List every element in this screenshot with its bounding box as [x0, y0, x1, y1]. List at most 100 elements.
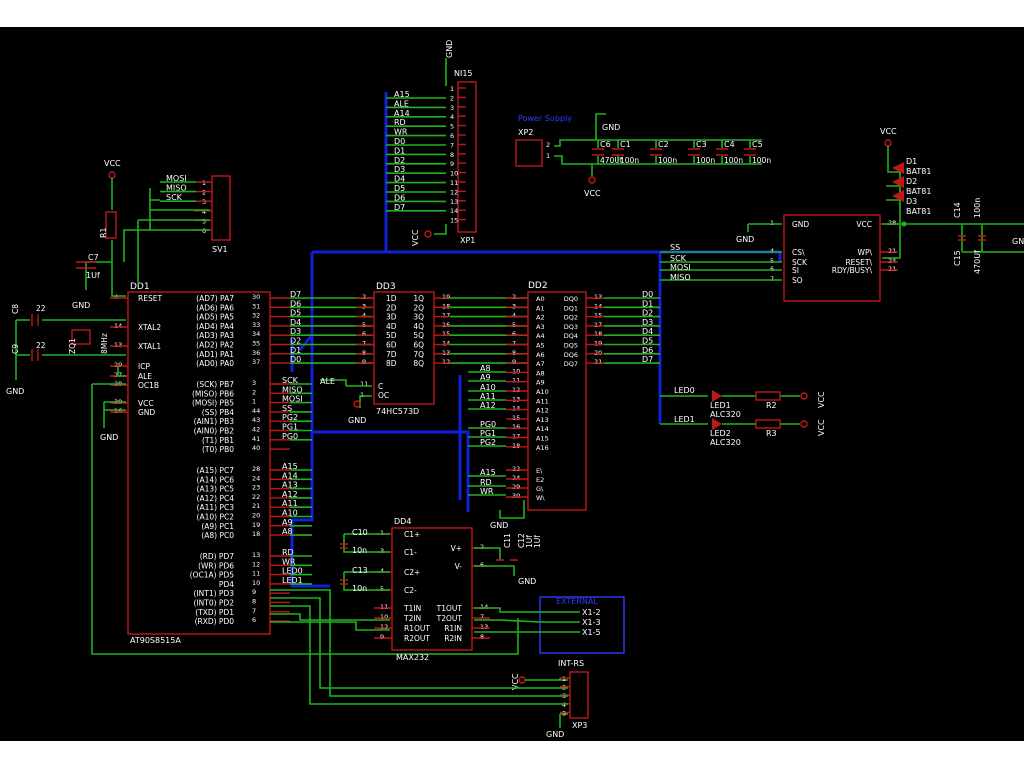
status-leds: LED0 LED1 LED1 ALC320 LED2 ALC320 R2 R3 … [660, 386, 826, 447]
dd3-out-label: 1Q [413, 294, 424, 303]
dd2-addr-num: 18 [512, 442, 520, 450]
dd1-right-pin-num: 8 [252, 598, 256, 606]
xp1-pin-num: 7 [450, 141, 454, 149]
xp2-ref: XP2 [518, 128, 533, 137]
dd4-left-num: 12 [380, 623, 388, 631]
dd4-right-num: 8 [480, 633, 484, 641]
xp1-net-label: D3 [394, 165, 405, 174]
xp1-connector[interactable]: NI15 XP1 GND VCC 123456789101112131415A1… [386, 40, 477, 246]
flash-left-num: 5 [770, 257, 774, 265]
flash-right-num: 24 [888, 257, 896, 265]
dd2-left-net: PG0 [480, 420, 496, 429]
xp2-pin1: 1 [546, 152, 550, 160]
dd1-right-pin-label: (AIN0) PB2 [194, 427, 235, 436]
dd1-net-label: MOSI [282, 395, 303, 404]
dd1-mcu[interactable]: DD1 AT90S8515A RESET4XTAL214XTAL113ICP29… [110, 282, 290, 645]
dd2-data-net: D3 [642, 318, 653, 327]
led0-net: LED0 [674, 386, 695, 395]
dd4-left-num: 3 [380, 547, 384, 555]
d1-type: BAT81 [906, 167, 931, 176]
schematic-canvas[interactable]: DD1 AT90S8515A RESET4XTAL214XTAL113ICP29… [0, 27, 1024, 741]
dd1-right-pin-num: 24 [252, 474, 260, 482]
xp1-net-label: D4 [394, 175, 405, 184]
external-box[interactable]: EXTERNAL X1-2 X1-3 X1-5 [474, 596, 625, 654]
xp1-pin-num: 4 [450, 113, 454, 121]
flash-right-num: 21 [888, 265, 896, 273]
dd1-right-pin-label: PD4 [219, 580, 234, 589]
dd2-data-num: 21 [594, 358, 602, 366]
xp1-net-label: A14 [394, 109, 410, 118]
ps-cap-ref: C3 [696, 140, 707, 149]
ps-cap-plate [650, 148, 662, 156]
ps-cap-val: 470Uf [600, 156, 623, 165]
dd2-addr-num: 4 [512, 312, 516, 320]
dd1-net-label: D4 [290, 318, 301, 327]
ps-gnd: GND [602, 123, 620, 132]
dd1-net-label: SS [282, 404, 292, 413]
dd1-left-pin-num: 4 [114, 293, 118, 301]
sv1-pin-num: 3 [202, 198, 206, 206]
dd2-addr-num: 17 [512, 433, 520, 441]
dd4-right-num: 13 [480, 623, 488, 631]
dd1-right-pin-num: 35 [252, 340, 260, 348]
dd1-left-wires: GND [91, 366, 519, 655]
c9-val: 22 [36, 341, 46, 350]
xp1-pin-num: 3 [450, 104, 454, 112]
dd2-data-label: DQ1 [564, 304, 578, 312]
flash-left-num: 4 [770, 247, 774, 255]
dd2-left-net: A9 [480, 373, 491, 382]
dd2-data-net: D0 [642, 290, 653, 299]
dd1-net-label: D3 [290, 327, 301, 336]
dd2-data-label: DQ4 [564, 332, 578, 340]
dd2-addr-num: 10 [512, 367, 520, 375]
xp1-net-label: D5 [394, 184, 405, 193]
dd4-max232[interactable]: DD4 MAX232 C1+1C1-3C2+4C2-5T1IN11T2IN10R… [374, 517, 490, 662]
dd1-right-pin-label: (AIN1) PB3 [194, 417, 235, 426]
dd2-addr-num: 13 [512, 395, 520, 403]
flash-left-label: GND [792, 220, 809, 229]
dd4-left-label: T2IN [403, 614, 421, 623]
led2-vcc: VCC [817, 419, 826, 436]
dd3-part: 74HC573D [376, 407, 419, 416]
dd2-addr-label: A11 [536, 397, 549, 405]
dd1-right-pin-num: 2 [252, 388, 256, 396]
r3-ref: R3 [766, 429, 777, 438]
dd3-in-num: 2 [362, 293, 366, 301]
ps-cap-val: 100n [696, 156, 715, 165]
dd1-right-pin-label: (OC1A) PD5 [190, 571, 235, 580]
dd4-left-num: 5 [380, 585, 384, 593]
bat-vcc: VCC [880, 127, 897, 136]
dd1-net-label: PG2 [282, 413, 298, 422]
xp1-net-label: D1 [394, 146, 405, 155]
xp1-net-label: A15 [394, 90, 410, 99]
dd3-gnd-label: GND [348, 416, 366, 425]
sv1-pin-num: 4 [202, 208, 206, 216]
dd3-ref: DD3 [376, 282, 396, 292]
xp1-pin-num: 14 [450, 207, 458, 215]
dd2-left-net: A15 [480, 468, 496, 477]
d3-type: BAT81 [906, 207, 931, 216]
dd2-addr-label: A8 [536, 369, 545, 377]
dd1-net-label: RD [282, 548, 294, 557]
battery-backup: VCC D1 BAT81 D2 BAT81 D3 BAT81 C14 100n … [880, 127, 1024, 274]
ps-cap-val: 100n [752, 156, 771, 165]
dd1-net-label: A11 [282, 499, 298, 508]
c9-ref: C9 [11, 344, 20, 354]
power-supply[interactable]: Power Supply XP2 2 1 GND VCC C6470UfC110… [515, 113, 771, 198]
dd2-data-label: DQ3 [564, 323, 578, 331]
dd4-left-num: 11 [380, 603, 388, 611]
dd2-sram[interactable]: DD2 A02A13A24A35A46A57A68A79A810A911A101… [506, 281, 604, 511]
dd2-left-net: PG1 [480, 429, 496, 438]
xp1-net-label: ALE [394, 99, 409, 108]
dd1-net-label: D1 [290, 346, 301, 355]
dd1-right-pin-label: (A13) PC5 [197, 485, 235, 494]
dd1-net-label: D5 [290, 309, 301, 318]
dd1-net-label: A15 [282, 462, 298, 471]
dd1-right-pin-label: (A8) PC0 [201, 531, 234, 540]
dd1-right-pin-label: (SCK) PB7 [196, 380, 234, 389]
dd2-ctl-num: 29 [512, 483, 520, 491]
